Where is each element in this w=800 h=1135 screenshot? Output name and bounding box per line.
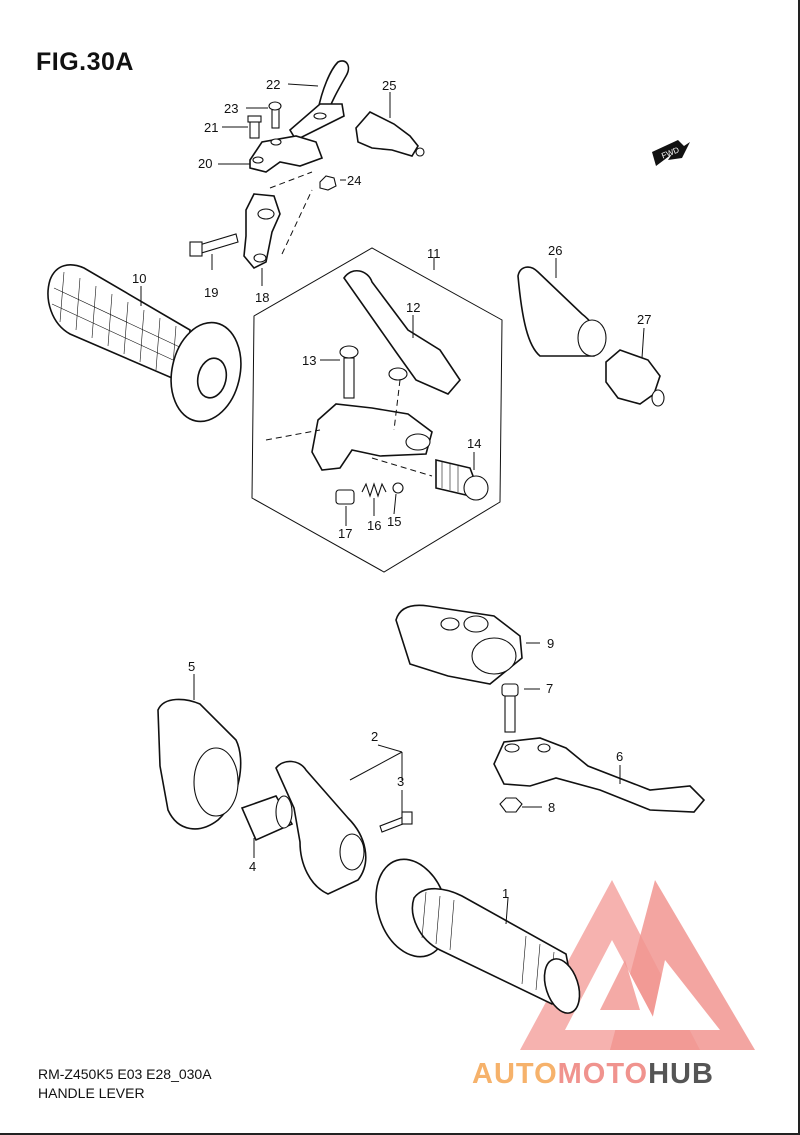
callout-14: 14: [467, 436, 481, 451]
callout-10: 10: [132, 271, 146, 286]
part-3-screw: [379, 811, 413, 833]
part-5-cover: [157, 698, 242, 830]
callout-5: 5: [188, 659, 195, 674]
part-27-adjuster: [605, 349, 665, 407]
watermark-wordmark: AUTOMOTOHUB: [472, 1058, 714, 1090]
part-17-cylinder: [335, 489, 355, 505]
callout-21: 21: [204, 120, 218, 135]
perch-dashed-guides: [269, 171, 313, 255]
part-4-collar: [240, 795, 294, 842]
callout-6: 6: [616, 749, 623, 764]
callout-17: 17: [338, 526, 352, 541]
callout-22: 22: [266, 77, 280, 92]
callout-13: 13: [302, 353, 316, 368]
watermark-text-a: AUTO: [472, 1058, 558, 1090]
part-26-boot: [517, 266, 607, 357]
part-9-boot: [395, 604, 523, 685]
callout-19: 19: [204, 285, 218, 300]
callout-9: 9: [547, 636, 554, 651]
part-22-adjuster: [288, 60, 350, 142]
watermark-text-b: MOTO: [558, 1058, 648, 1090]
part-20-clamp-upper: [249, 135, 324, 173]
callout-23: 23: [224, 101, 238, 116]
callout-11: 11: [427, 246, 441, 261]
fwd-arrow-icon: FWD: [652, 140, 690, 166]
callout-2: 2: [371, 729, 378, 744]
watermark-text-c: HUB: [648, 1058, 714, 1090]
callout-8: 8: [548, 800, 555, 815]
part-14-adjuster: [435, 458, 489, 501]
callout-1: 1: [502, 886, 509, 901]
callout-15: 15: [387, 514, 401, 529]
part-12-lever-front: [343, 270, 462, 395]
callout-18: 18: [255, 290, 269, 305]
part-6-brake-lever: [493, 737, 706, 813]
box-dashed-guides: [265, 379, 433, 477]
part-19-bolt: [189, 233, 239, 257]
part-24-nut: [319, 175, 337, 191]
part-1-grip-right: [375, 858, 581, 1014]
callout-20: 20: [198, 156, 212, 171]
part-10-grip-left: [47, 264, 242, 423]
callout-7: 7: [546, 681, 553, 696]
callout-4: 4: [249, 859, 256, 874]
part-21-bolt: [247, 115, 262, 139]
part-23-screw: [268, 101, 282, 129]
callout-12: 12: [406, 300, 420, 315]
model-code: RM-Z450K5 E03 E28_030A: [38, 1066, 212, 1082]
callout-3: 3: [397, 774, 404, 789]
part-15-ball: [392, 482, 404, 494]
figure-title: FIG.30A: [36, 48, 134, 76]
callout-24: 24: [347, 173, 361, 188]
part-16-spring: [361, 482, 387, 498]
callout-labels: 1 2 3 4 5 6 7 8 9 10 11 12 13 14 15 16 1…: [132, 77, 651, 901]
callout-26: 26: [548, 243, 562, 258]
callout-25: 25: [382, 78, 396, 93]
group-11-outline: [251, 247, 503, 573]
figure-name: HANDLE LEVER: [38, 1085, 145, 1101]
part-25-switch: [355, 111, 425, 157]
part-18-clamp-lower: [243, 193, 281, 269]
leader-lines: [140, 83, 645, 925]
part-11-perch: [311, 403, 433, 471]
part-8-nut: [499, 797, 523, 813]
svg-text:AUTOMOTOHUB: AUTOMOTOHUB: [472, 1058, 714, 1090]
callout-16: 16: [367, 518, 381, 533]
part-7-bolt: [501, 683, 519, 733]
part-2-throttle-housing: [275, 760, 367, 895]
callout-27: 27: [637, 312, 651, 327]
part-13-bolt: [339, 345, 359, 399]
